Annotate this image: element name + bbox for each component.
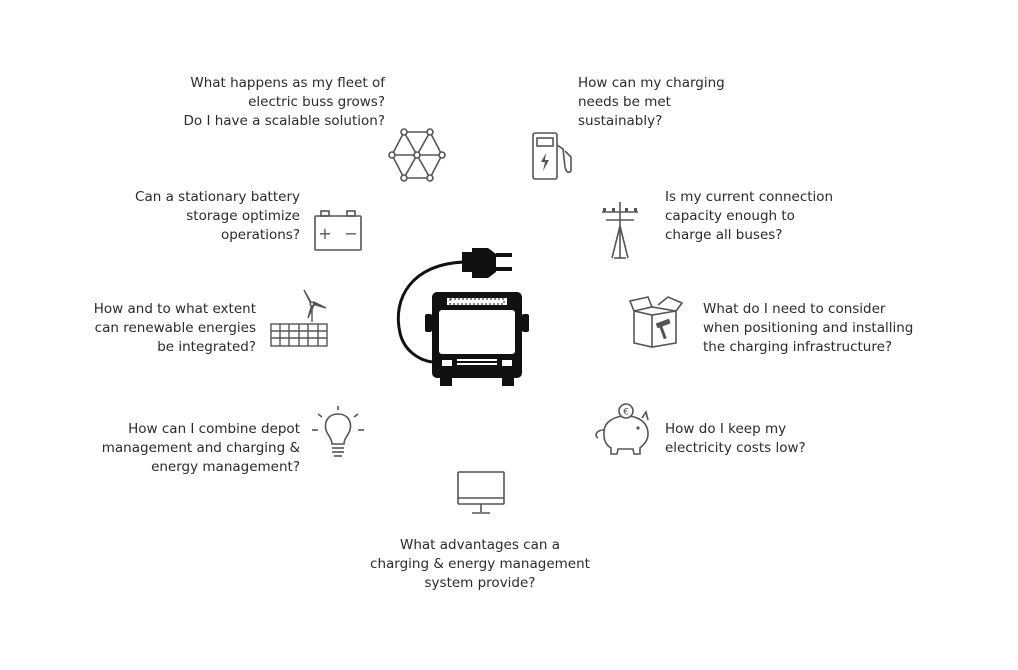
wind-turbine-solar-panel-icon [270,289,328,347]
battery-minus-sign: − [344,224,357,243]
euro-coin-symbol: € [623,408,629,418]
power-pole-icon [602,202,638,259]
fuel-pump-icon [532,132,572,180]
question-depot-management: How can I combine depot management and c… [101,421,300,475]
bus-icon [425,292,529,386]
piggy-bank-icon: € [595,403,649,455]
plug-icon [462,248,512,278]
question-fleet-scalability: What happens as my fleet of electric bus… [183,75,386,129]
question-battery-storage: Can a stationary battery storage optimiz… [135,189,300,243]
monitor-icon [457,471,505,514]
battery-plus-sign: + [318,224,331,243]
question-charging-needs: How can my charging needs be met sustain… [578,75,725,129]
network-hexagon-icon [388,128,446,182]
question-positioning-infrastructure: What do I need to consider when position… [703,301,914,355]
question-electricity-costs: How do I keep my electricity costs low? [665,421,806,456]
box-with-hammer-icon [628,296,684,348]
charging-cable [396,260,465,364]
question-connection-capacity: Is my current connection capacity enough… [665,189,834,243]
battery-icon: + − [314,210,362,251]
question-renewable-energies: How and to what extent can renewable ene… [93,301,256,355]
electric-bus-with-plug-icon [396,248,529,386]
question-system-advantages: What advantages can a charging & energy … [370,537,590,591]
lightbulb-icon [312,406,364,457]
